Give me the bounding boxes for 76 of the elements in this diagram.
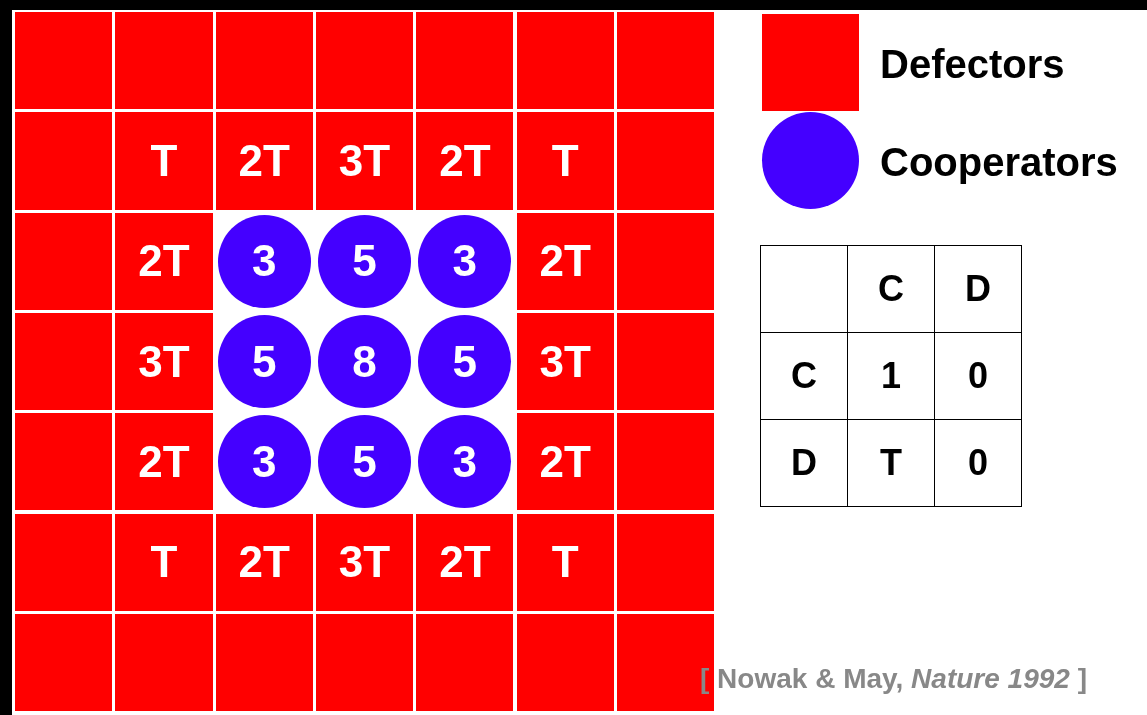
payoff-label: 3	[252, 439, 277, 484]
defector-square	[616, 413, 715, 511]
table-cell: D	[934, 245, 1022, 333]
defector-square	[315, 513, 414, 611]
payoff-label: 5	[352, 439, 377, 484]
table-cell: T	[847, 419, 935, 507]
defector-square	[15, 413, 113, 511]
defector-square	[516, 513, 614, 611]
payoff-label: 5	[252, 339, 277, 384]
payoff-label: 3	[452, 239, 478, 284]
payoff-label: T	[150, 138, 178, 183]
payoff-label: 2T	[238, 138, 290, 183]
payoff-label: 8	[352, 339, 377, 384]
defector-square	[616, 212, 715, 310]
payoff-label: 2T	[439, 138, 491, 183]
defector-square	[516, 212, 614, 310]
citation: [ Nowak & May, Nature 1992 ]	[700, 663, 1087, 695]
payoff-label: 3T	[338, 138, 391, 183]
defector-square	[315, 613, 414, 712]
defector-square	[215, 112, 313, 210]
defector-square	[416, 112, 514, 210]
legend-label: Defectors	[880, 42, 1065, 87]
table-cell: C	[847, 245, 935, 333]
payoff-label: 2T	[539, 439, 591, 484]
defector-square	[15, 212, 113, 310]
defector-square	[416, 613, 514, 712]
payoff-label: 5	[352, 239, 377, 284]
defector-square	[416, 513, 514, 611]
defector-square	[115, 613, 213, 712]
defector-square	[516, 613, 614, 712]
defector-square	[15, 613, 113, 712]
defector-square	[115, 12, 213, 110]
defector-square	[115, 312, 213, 411]
payoff-label: 2T	[539, 239, 591, 284]
defector-square	[115, 513, 213, 611]
payoff-label: T	[551, 540, 579, 585]
defector-square	[15, 112, 113, 210]
defector-square	[215, 12, 313, 110]
defector-square	[15, 513, 113, 611]
payoff-label: 3T	[138, 339, 190, 384]
defector-square	[616, 112, 715, 210]
defector-square	[115, 112, 213, 210]
payoff-label: 2T	[238, 540, 290, 585]
payoff-label: 3	[252, 239, 277, 284]
defector-square	[315, 112, 414, 210]
table-cell: C	[760, 332, 848, 420]
payoff-label: 2T	[138, 439, 190, 484]
payoff-label: 5	[452, 339, 478, 384]
defector-square	[616, 12, 715, 110]
defector-square	[616, 613, 715, 712]
defector-square	[516, 112, 614, 210]
table-cell: 0	[934, 419, 1022, 507]
defector-square	[15, 312, 113, 411]
defector-square	[516, 12, 614, 110]
payoff-label: T	[150, 540, 178, 585]
legend-label: Cooperators	[880, 140, 1118, 185]
payoff-label: 2T	[439, 540, 491, 585]
payoff-label: 3T	[539, 339, 591, 384]
defector-square	[315, 12, 414, 110]
payoff-label: 2T	[138, 239, 190, 284]
table-cell: D	[760, 419, 848, 507]
defector-square	[215, 513, 313, 611]
defector-square	[115, 413, 213, 511]
defector-square	[516, 413, 614, 511]
defector-square	[15, 12, 113, 110]
table-cell: 1	[847, 332, 935, 420]
defector-square	[516, 312, 614, 411]
payoff-label: 3	[452, 439, 478, 484]
table-cell: 0	[934, 332, 1022, 420]
defector-square	[215, 613, 313, 712]
payoff-label: T	[551, 138, 579, 183]
defector-square	[416, 12, 514, 110]
defector-square	[616, 312, 715, 411]
defector-square	[115, 212, 213, 310]
defector-square	[616, 513, 715, 611]
payoff-label: 3T	[338, 540, 391, 585]
